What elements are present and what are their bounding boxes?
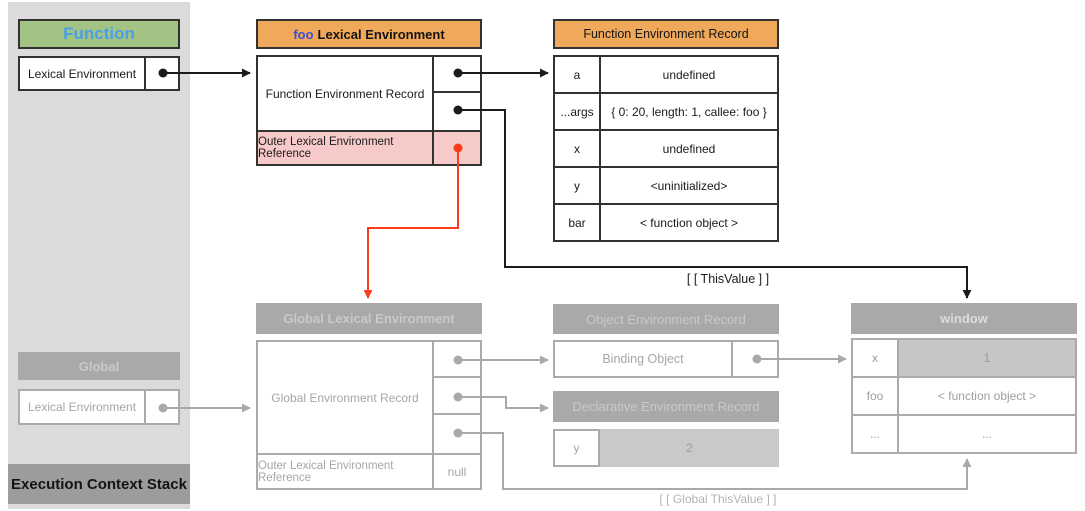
binding-object-pointer-cell	[731, 342, 777, 376]
global-lexical-environment-pointer-cell	[144, 391, 178, 423]
global-environment-record-label: Global Environment Record	[258, 342, 434, 453]
record-key: y	[553, 429, 600, 467]
record-value: 1	[899, 340, 1075, 376]
global-pointer-cell-3	[434, 415, 480, 453]
global-outer-reference-value: null	[447, 464, 467, 479]
arrow-outer-reference-to-global	[363, 148, 459, 299]
global-pointer-column	[434, 342, 480, 453]
declarative-environment-record-header: Declarative Environment Record	[553, 391, 779, 422]
foo-lexical-environment-title: Lexical Environment	[317, 26, 445, 42]
this-value-label: [ [ ThisValue ] ]	[686, 272, 770, 286]
record-value: 2	[600, 429, 779, 467]
global-outer-reference-label: Outer Lexical Environment Reference	[258, 455, 434, 488]
object-environment-record-header: Object Environment Record	[553, 304, 779, 334]
table-row: foo < function object >	[853, 378, 1075, 416]
foo-pointer-cell-2	[434, 93, 480, 130]
foo-accent-text: foo	[293, 26, 314, 42]
global-lexical-environment-box: Lexical Environment	[18, 389, 180, 425]
record-key: bar	[555, 205, 601, 240]
function-lexical-environment-pointer-cell	[144, 58, 178, 89]
outer-reference-pointer-cell	[434, 132, 480, 164]
record-value: <uninitialized>	[650, 178, 728, 193]
global-lexical-environment-label: Lexical Environment	[27, 400, 137, 414]
global-environment-record-section: Global Environment Record	[258, 342, 480, 453]
declarative-record-row: y 2	[553, 429, 779, 467]
record-key: foo	[853, 378, 899, 414]
binding-object-label: Binding Object	[602, 352, 684, 366]
table-row: ...args { 0: 20, length: 1, callee: foo …	[555, 94, 777, 131]
table-row: x undefined	[555, 131, 777, 168]
global-lexical-environment-header: Global Lexical Environment	[256, 303, 482, 334]
global-pointer-cell-1	[434, 342, 480, 378]
binding-object-box: Binding Object	[553, 340, 779, 378]
record-key: x	[853, 340, 899, 376]
record-key: y	[555, 168, 601, 203]
foo-pointer-column	[434, 57, 480, 130]
function-environment-record-label: Function Environment Record	[258, 57, 434, 130]
execution-context-stack-footer: Execution Context Stack	[8, 464, 190, 504]
window-object-table: x 1 foo < function object > ... ...	[851, 338, 1077, 454]
record-value: undefined	[662, 141, 716, 156]
record-value: ...	[981, 427, 992, 441]
record-key: ...	[853, 416, 899, 452]
table-row: x 1	[853, 340, 1075, 378]
record-key: ...args	[555, 94, 601, 129]
global-outer-reference-row: Outer Lexical Environment Reference null	[258, 453, 480, 488]
table-row: y <uninitialized>	[555, 168, 777, 205]
function-environment-record-header: Function Environment Record	[553, 19, 779, 49]
function-lexical-environment-box: Lexical Environment	[18, 56, 180, 91]
table-row: a undefined	[555, 57, 777, 94]
record-key: x	[555, 131, 601, 166]
window-object-header: window	[851, 303, 1077, 334]
table-row: ... ...	[853, 416, 1075, 452]
function-environment-record-table: a undefined ...args { 0: 20, length: 1, …	[553, 55, 779, 242]
table-row: bar < function object >	[555, 205, 777, 240]
global-pointer-cell-2	[434, 378, 480, 415]
record-value: < function object >	[639, 215, 739, 230]
global-lexical-environment-body: Global Environment Record Outer Lexical …	[256, 340, 482, 490]
global-this-value-label: [ [ Global ThisValue ] ]	[659, 492, 777, 506]
foo-lexical-environment-header: foo Lexical Environment	[256, 19, 482, 49]
function-context-title: Function	[18, 19, 180, 49]
global-context-title: Global	[18, 352, 180, 380]
outer-lexical-environment-reference-row: Outer Lexical Environment Reference	[258, 130, 480, 164]
record-value: < function object >	[937, 389, 1037, 403]
record-value: undefined	[662, 67, 716, 82]
record-value: { 0: 20, length: 1, callee: foo }	[611, 104, 767, 119]
function-lexical-environment-label: Lexical Environment	[27, 66, 137, 81]
foo-pointer-cell-1	[434, 57, 480, 93]
function-environment-record-section: Function Environment Record	[258, 57, 480, 130]
foo-lexical-environment-body: Function Environment Record Outer Lexica…	[256, 55, 482, 166]
outer-lexical-environment-reference-label: Outer Lexical Environment Reference	[258, 132, 434, 164]
record-key: a	[555, 57, 601, 92]
